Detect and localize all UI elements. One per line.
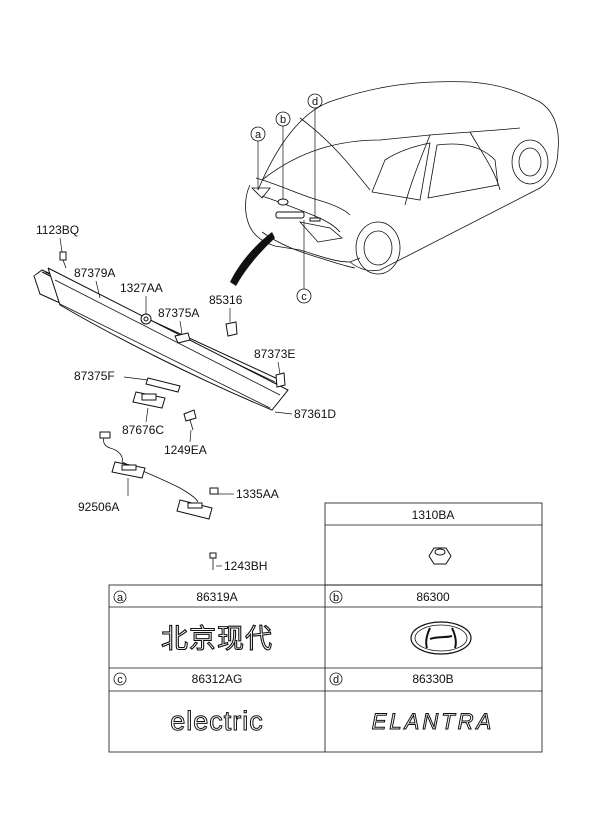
emblem-electric: electric bbox=[170, 706, 264, 736]
hyundai-logo-icon bbox=[410, 621, 472, 655]
lower-trim-87361d bbox=[47, 267, 289, 411]
label-1243bh: 1243BH bbox=[224, 559, 267, 573]
svg-text:c: c bbox=[117, 674, 123, 686]
label-1327aa: 1327AA bbox=[120, 281, 163, 295]
svg-text:b: b bbox=[280, 114, 286, 126]
svg-text:d: d bbox=[312, 96, 318, 108]
label-87373e: 87373E bbox=[254, 347, 295, 361]
car-illustration bbox=[245, 81, 559, 275]
car-marker-a: a bbox=[250, 126, 266, 190]
wiring-92506a bbox=[99, 431, 213, 520]
table-cell-b: b 86300 bbox=[329, 590, 472, 655]
cell-part-c: 86312AG bbox=[192, 672, 243, 686]
clip-1327aa bbox=[140, 313, 152, 325]
car-marker-d: d bbox=[307, 93, 323, 218]
label-1249ea: 1249EA bbox=[164, 443, 207, 457]
car-marker-c: c bbox=[296, 220, 312, 304]
table-cell-a: a 86319A 北京现代 bbox=[113, 590, 273, 656]
svg-text:b: b bbox=[333, 592, 339, 604]
svg-text:a: a bbox=[117, 592, 124, 604]
label-87375a: 87375A bbox=[158, 306, 199, 320]
cell-part-d: 86330B bbox=[412, 672, 453, 686]
cell-part-b: 86300 bbox=[416, 590, 450, 604]
clip-1335aa bbox=[209, 487, 219, 495]
cell-part-1310ba: 1310BA bbox=[412, 508, 455, 522]
svg-text:a: a bbox=[255, 129, 262, 141]
cell-part-a: 86319A bbox=[196, 590, 237, 604]
bracket-85316 bbox=[225, 321, 238, 337]
table-cell-c: c 86312AG electric bbox=[113, 672, 264, 737]
label-87375f: 87375F bbox=[74, 369, 115, 383]
label-87361d: 87361D bbox=[294, 407, 336, 421]
pad-87375f bbox=[145, 377, 181, 393]
label-1335aa: 1335AA bbox=[236, 487, 279, 501]
svg-text:c: c bbox=[301, 291, 307, 303]
svg-text:d: d bbox=[333, 674, 339, 686]
nut-icon bbox=[428, 547, 452, 565]
emblem-beijing-hyundai: 北京现代 bbox=[161, 624, 273, 655]
clip-87373e bbox=[275, 372, 286, 388]
bolt-1249ea bbox=[183, 409, 197, 431]
emblem-elantra: ELANTRA bbox=[372, 709, 494, 734]
parts-table: 1310BA a 86319A 北京现代 b 86300 bbox=[108, 502, 543, 753]
screw-1123bq bbox=[59, 251, 67, 269]
label-92506a: 92506A bbox=[78, 500, 119, 514]
car-marker-b: b bbox=[275, 111, 291, 199]
label-1123bq: 1123BQ bbox=[36, 223, 79, 237]
pad-87375a bbox=[174, 332, 191, 344]
screw-1243bh bbox=[209, 552, 217, 570]
label-87676c: 87676C bbox=[122, 423, 164, 437]
detail-arrow bbox=[230, 232, 275, 286]
lamp-87676c bbox=[132, 391, 166, 409]
label-87379a: 87379A bbox=[74, 266, 115, 280]
table-cell-d: d 86330B ELANTRA bbox=[329, 672, 494, 735]
label-85316: 85316 bbox=[209, 293, 243, 307]
